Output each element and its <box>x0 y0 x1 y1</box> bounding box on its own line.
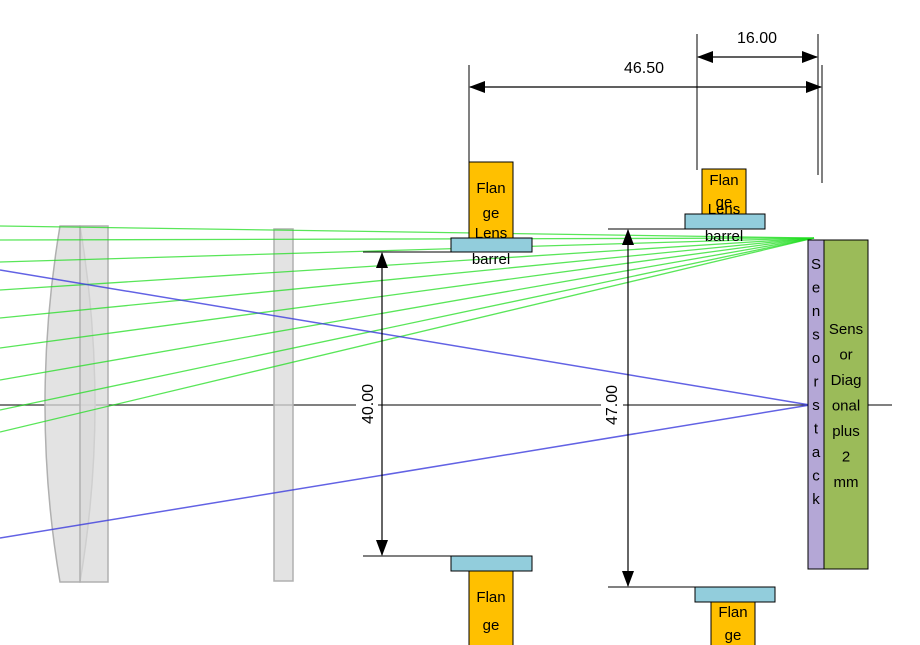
sensor-stack-block <box>807 239 825 570</box>
sensor-diagonal-text-line: mm <box>834 474 859 491</box>
flange-bottom-right-label-2: ge <box>725 627 742 644</box>
flange-top-right <box>701 168 747 215</box>
dimension-46-50: 46.50 <box>468 60 823 183</box>
filter-plate <box>273 228 294 582</box>
sensor-diagonal-text-line: onal <box>832 398 860 415</box>
sensor-diagonal-text-line: or <box>839 347 852 364</box>
flange-top-right-label-1: Flan <box>709 172 738 189</box>
flange-top-left <box>468 161 514 239</box>
green-ray <box>0 237 815 291</box>
dimension-value-16-00: 16.00 <box>737 30 777 47</box>
sensor-stack-letter: o <box>812 350 820 367</box>
sensor-diagonal-text-line: 2 <box>842 449 850 466</box>
sensor-stack-letter: e <box>812 280 820 297</box>
sensor-stack-letter: s <box>812 327 820 344</box>
flange-bottom-right <box>710 601 756 645</box>
dimension-47-00: 47.00 <box>601 228 695 588</box>
flange-assembly-top-right: Flan ge Lens barrel <box>684 168 766 245</box>
flange-bottom-right-label-1: Flan <box>718 604 747 621</box>
lens-barrel-top-left-label-2: barrel <box>472 251 510 268</box>
lens-barrel-top-left <box>450 237 533 253</box>
flange-bottom-left-label-1: Flan <box>476 589 505 606</box>
green-ray <box>0 237 815 411</box>
dimension-value-46-50: 46.50 <box>624 60 664 77</box>
sensor-stack-letter: S <box>811 256 821 273</box>
dimension-label-bg-47 <box>601 375 623 435</box>
blue-ray <box>0 404 811 539</box>
sensor-diagonal-text-line: Diag <box>831 372 862 389</box>
lens-barrel-bottom-left <box>450 555 533 572</box>
sensor-diagonal-text-line: plus <box>832 423 860 440</box>
sensor-diagonal-block <box>823 239 869 570</box>
green-ray <box>0 237 815 381</box>
flange-top-left-label-2: ge <box>483 205 500 222</box>
sensor-stack-letter: a <box>812 444 821 461</box>
sensor-stack-letter: c <box>812 468 820 485</box>
sensor-stack-letter: k <box>812 491 820 508</box>
green-ray <box>0 237 815 241</box>
blue-ray <box>0 269 811 406</box>
flange-bottom-left-label-2: ge <box>483 617 500 634</box>
sensor-stack-letter: n <box>812 303 820 320</box>
lens-barrel-bottom-right <box>694 586 776 603</box>
dimension-16-00: 16.00 <box>696 30 819 175</box>
sensor-diagonal-text-line: Sens <box>829 321 863 338</box>
ray-bundle <box>0 225 815 539</box>
flange-assembly-bottom-left: Flan ge <box>450 555 533 645</box>
lens-barrel-top-right <box>684 213 766 230</box>
dimension-40-00: 40.00 <box>356 251 451 557</box>
flange-top-left-label-1: Flan <box>476 180 505 197</box>
green-ray <box>0 237 815 263</box>
flange-assembly-bottom-right: Flan ge <box>694 586 776 645</box>
flange-top-right-label-2: ge <box>716 194 733 211</box>
flange-bottom-left <box>468 570 514 645</box>
flange-assembly-top-left: Flan ge Lens barrel <box>450 161 533 268</box>
lens-barrel-top-right-label-2: barrel <box>705 228 743 245</box>
sensor-stack-letter: r <box>814 374 819 391</box>
sensor-stack-letter: s <box>812 397 820 414</box>
green-ray <box>0 225 815 239</box>
dimension-value-47-00: 47.00 <box>604 385 621 425</box>
dimension-label-bg-40 <box>356 375 378 431</box>
lens-barrel-top-right-label-1: Lens <box>708 201 741 218</box>
lens-barrel-top-left-label-1: Lens <box>475 225 508 242</box>
sensor-stack-letter: t <box>814 421 819 438</box>
green-ray <box>0 237 815 433</box>
green-ray <box>0 237 815 319</box>
green-ray <box>0 237 815 349</box>
dimension-value-40-00: 40.00 <box>360 384 377 424</box>
lens-element-flat <box>79 225 109 583</box>
